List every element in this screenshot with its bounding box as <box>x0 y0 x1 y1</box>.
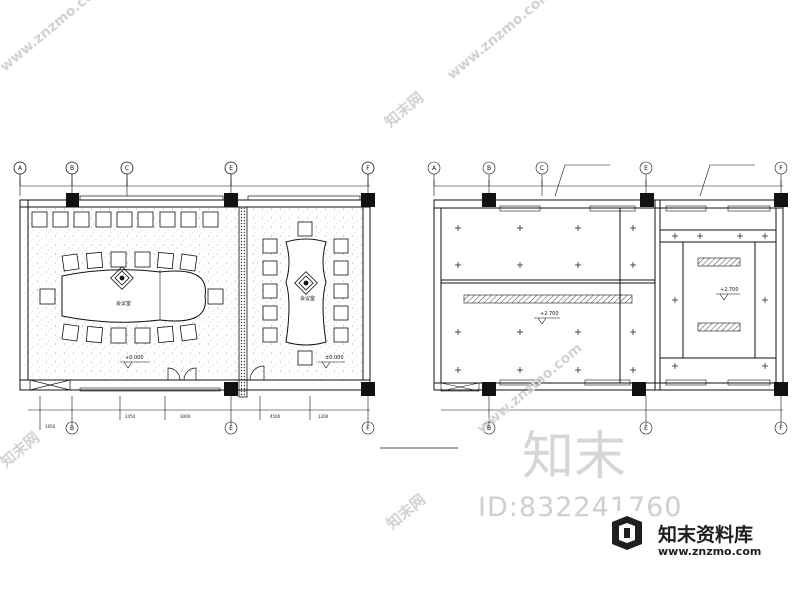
small-room-chairs <box>262 221 349 366</box>
brand-name: 知末资料库 <box>658 524 754 546</box>
brand-url: www.znzmo.com <box>658 545 762 558</box>
watermark-url-2: www.znzmo.com <box>444 0 555 83</box>
ceiling-top-dimension <box>427 161 788 197</box>
ceiling-plan: +2.700 +2.700 <box>427 161 788 435</box>
grid-label-top: E <box>229 165 233 172</box>
ceiling-door-marks <box>440 382 480 392</box>
watermark-brand-2: 知末网 <box>0 428 43 471</box>
ceiling-walls <box>433 199 784 391</box>
furniture-plan: 会议室 +0.000 <box>13 161 458 449</box>
columns <box>66 193 375 396</box>
grid-label-top: C <box>125 165 129 172</box>
grid-label-top: A <box>432 165 437 172</box>
downlights <box>455 225 768 373</box>
grid-label-top: F <box>366 165 370 172</box>
svg-text:3000: 3000 <box>180 414 191 419</box>
light-troughs <box>463 257 741 332</box>
table-centerpiece <box>110 266 134 290</box>
small-room-table: 会议室 <box>285 238 327 346</box>
grid-label-bottom: B <box>487 425 491 432</box>
grid-label-bottom: E <box>644 425 648 432</box>
top-windows <box>79 195 361 201</box>
conference-table: 会议室 <box>61 266 206 323</box>
wall-chairs-top <box>31 211 219 228</box>
watermark-brand-1: 知末网 <box>381 88 427 131</box>
grid-label-top: B <box>70 165 74 172</box>
watermark-brand-3: 知末网 <box>383 490 429 533</box>
air-grilles <box>499 205 771 386</box>
ceiling-elev-1: +2.700 <box>540 311 559 317</box>
grid-label-bottom: F <box>779 425 783 432</box>
dimension-notes-bottom: 2450 3000 4500 1200 1950 <box>45 414 329 429</box>
svg-text:4500: 4500 <box>270 414 281 419</box>
grid-label-bottom: F <box>366 425 370 432</box>
room-tag-1: 会议室 <box>116 300 131 307</box>
grid-label-bottom: B <box>70 425 74 432</box>
grid-label-top: F <box>779 165 783 172</box>
brand-logo-icon <box>605 511 649 555</box>
ceiling-columns <box>482 193 788 396</box>
watermark-center-chars: 知末 <box>522 427 626 487</box>
grid-label-top: A <box>18 165 23 172</box>
svg-text:2450: 2450 <box>125 414 136 419</box>
elevation-mark-right <box>318 361 345 369</box>
elevation-mark-left <box>120 361 150 369</box>
elev-tag-1: +0.000 <box>125 355 144 361</box>
ceiling-elev-2: +2.700 <box>720 287 739 293</box>
small-table-centerpiece <box>294 271 318 295</box>
svg-text:1950: 1950 <box>45 424 56 429</box>
elev-tag-2: ±0.000 <box>325 355 344 361</box>
grid-label-bottom: E <box>229 425 233 432</box>
doors <box>29 365 265 391</box>
grid-bubbles-top <box>13 161 375 186</box>
bottom-dimension-line <box>28 396 375 435</box>
ceiling-elevation-marks <box>534 293 740 325</box>
grid-label-top: E <box>644 165 648 172</box>
bottom-window <box>79 387 221 392</box>
grid-label-top: C <box>540 165 544 172</box>
ceiling-bottom-dimension <box>441 396 788 435</box>
grid-label-top: B <box>487 165 491 172</box>
partition-wall <box>238 206 248 398</box>
watermark-url-1: www.znzmo.com <box>0 0 108 75</box>
room-tag-2: 会议室 <box>300 295 315 302</box>
svg-text:1200: 1200 <box>318 414 329 419</box>
table-chairs <box>39 251 224 344</box>
